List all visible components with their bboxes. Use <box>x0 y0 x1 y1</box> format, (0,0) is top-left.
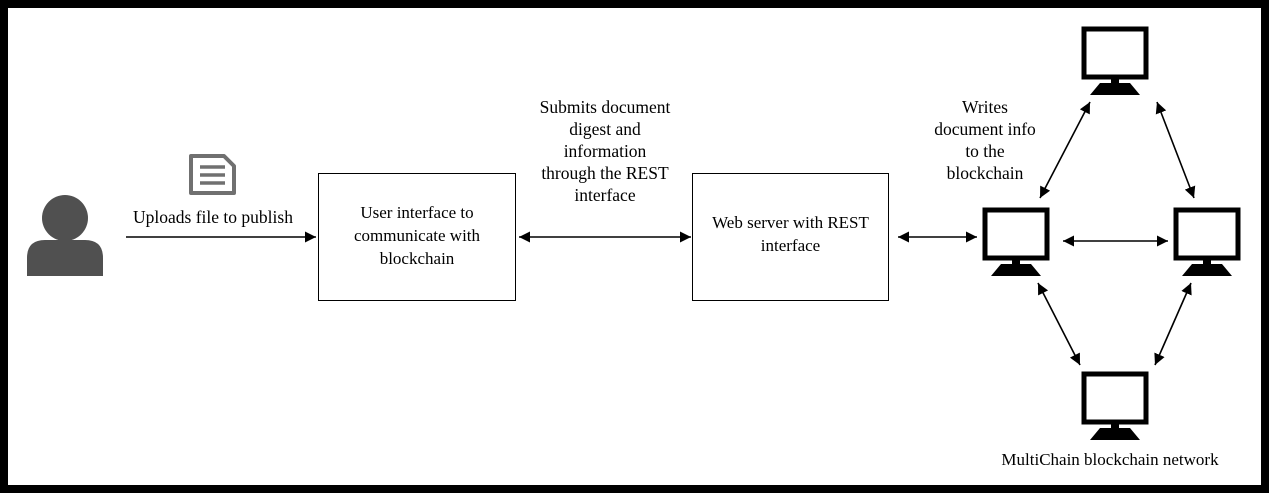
user-interface-box: User interface to communicate with block… <box>318 173 516 301</box>
upload-label: Uploads file to publish <box>133 207 293 227</box>
monitor-icon <box>982 207 1050 276</box>
arrow-left-bottom-node <box>1037 282 1081 366</box>
arrow-top-left-node <box>1039 101 1091 199</box>
monitor-icon <box>1081 26 1149 95</box>
web-server-label: Web server with REST interface <box>712 213 869 255</box>
monitor-icon <box>1081 371 1149 440</box>
write-label: Writes document info to the blockchain <box>934 97 1036 183</box>
web-server-box: Web server with REST interface <box>692 173 889 301</box>
user-interface-label: User interface to communicate with block… <box>353 202 481 268</box>
submit-label: Submits document digest and information … <box>539 97 671 205</box>
arrow-top-right-node <box>1155 101 1196 199</box>
arrow-right-bottom-node <box>1154 282 1192 366</box>
network-caption: MultiChain blockchain network <box>1001 450 1219 469</box>
monitor-icon <box>1173 207 1241 276</box>
